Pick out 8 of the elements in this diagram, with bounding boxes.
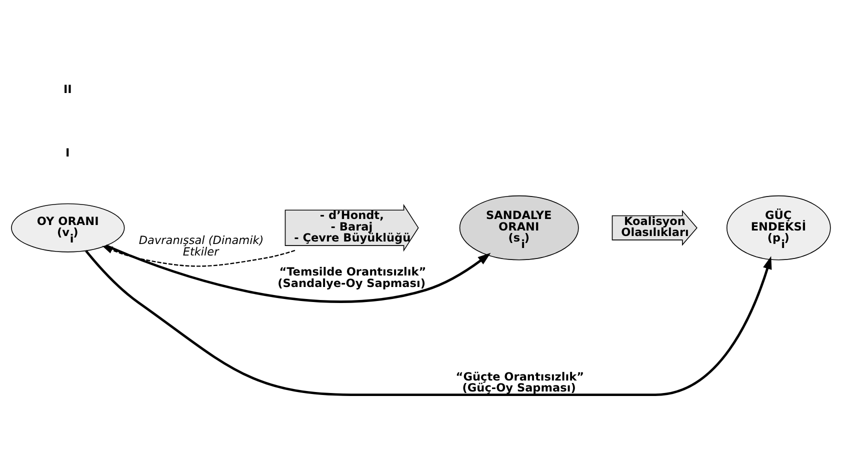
label: I [65, 146, 70, 160]
arrow [106, 244, 491, 302]
arrow [102, 245, 296, 266]
edge-label: “Temsilde Orantısızlık” (Sandalye-Oy Sapması) [278, 265, 426, 290]
label: II [63, 82, 72, 96]
edge-label: Davranışsal (Dinamik) Etkiler [138, 234, 264, 258]
edge-label: “Güçte Orantısızlık” (Güç-Oy Sapması) [456, 370, 584, 394]
arrow [85, 250, 772, 396]
